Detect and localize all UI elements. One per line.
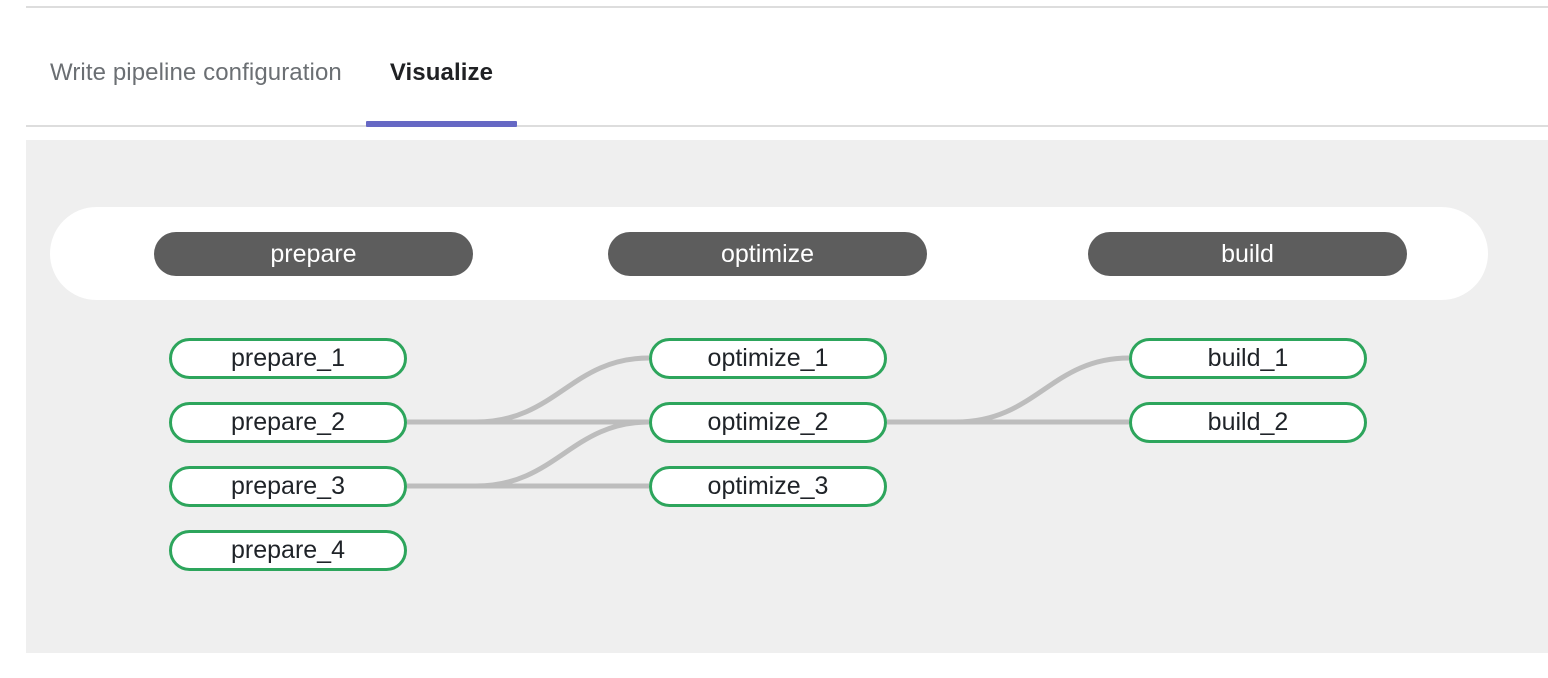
job-node-prepare-4[interactable]: prepare_4 xyxy=(169,530,407,571)
job-node-optimize-3[interactable]: optimize_3 xyxy=(649,466,887,507)
tab-active-underline xyxy=(365,121,518,127)
tab-visualize[interactable]: Visualize xyxy=(365,40,518,127)
job-node-optimize-2[interactable]: optimize_2 xyxy=(649,402,887,443)
pipeline-graph-canvas: prepare optimize build prepare_1 prepare… xyxy=(26,140,1548,653)
tab-list: Write pipeline configuration Visualize xyxy=(26,40,1548,127)
job-node-optimize-1[interactable]: optimize_1 xyxy=(649,338,887,379)
job-node-build-2[interactable]: build_2 xyxy=(1129,402,1367,443)
stage-pill-optimize[interactable]: optimize xyxy=(608,232,927,276)
edge-optimize2-build1 xyxy=(887,355,1130,425)
edge-prepare3-optimize2 xyxy=(407,419,650,489)
stage-pill-prepare[interactable]: prepare xyxy=(154,232,473,276)
stage-header-band: prepare optimize build xyxy=(50,207,1488,300)
job-node-prepare-3[interactable]: prepare_3 xyxy=(169,466,407,507)
tab-write-pipeline-configuration[interactable]: Write pipeline configuration xyxy=(26,40,366,125)
job-node-build-1[interactable]: build_1 xyxy=(1129,338,1367,379)
top-divider xyxy=(26,6,1548,8)
tab-label: Write pipeline configuration xyxy=(50,59,342,86)
tab-label: Visualize xyxy=(389,59,494,86)
job-node-prepare-1[interactable]: prepare_1 xyxy=(169,338,407,379)
stage-pill-build[interactable]: build xyxy=(1088,232,1407,276)
edge-prepare2-optimize1 xyxy=(407,355,650,425)
job-node-prepare-2[interactable]: prepare_2 xyxy=(169,402,407,443)
tab-bar: Write pipeline configuration Visualize xyxy=(26,40,1548,127)
pipeline-edges xyxy=(407,355,1130,489)
